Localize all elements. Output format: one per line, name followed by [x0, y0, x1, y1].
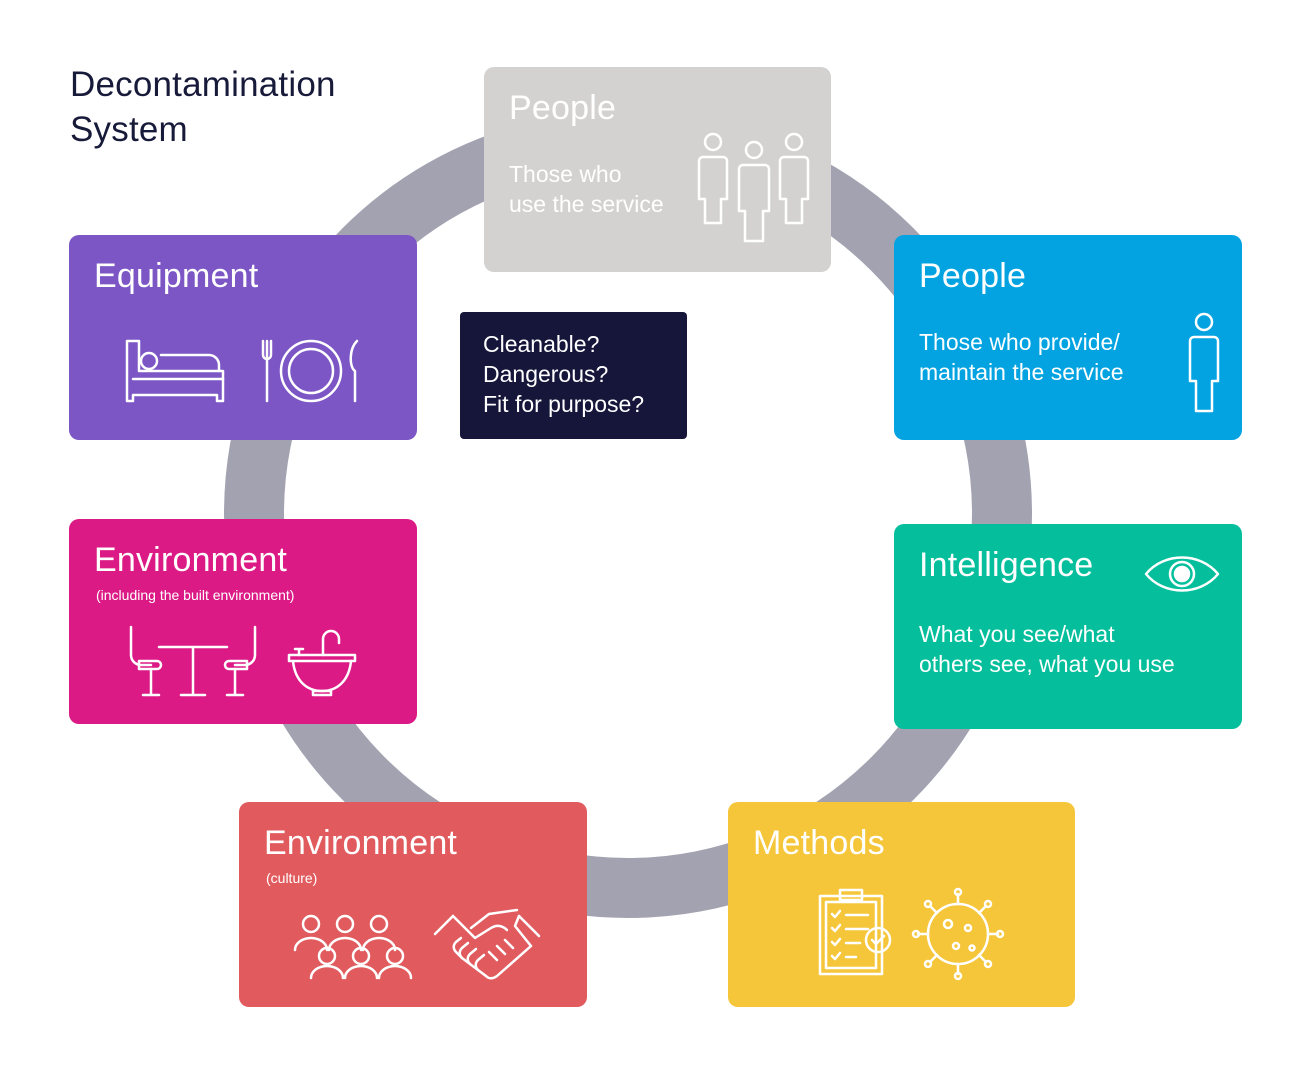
- three-people-icon: [697, 132, 810, 243]
- card-people-providers: People Those who provide/ maintain the s…: [894, 235, 1242, 440]
- question-line: Cleanable?: [483, 331, 600, 357]
- title-line-2: System: [70, 110, 188, 149]
- bed-icon: [125, 339, 225, 403]
- title-line-1: Decontamination: [70, 65, 336, 104]
- sink-icon: [287, 629, 357, 697]
- card-heading: Environment: [264, 824, 458, 862]
- card-intelligence: Intelligence What you see/what others se…: [894, 524, 1242, 729]
- card-equipment: Equipment: [69, 235, 417, 440]
- clipboard-checklist-icon: [818, 888, 892, 976]
- card-heading: People: [919, 257, 1027, 295]
- plate-and-cutlery-icon: [261, 339, 359, 403]
- card-methods: Methods: [728, 802, 1075, 1007]
- card-heading: Methods: [753, 824, 885, 862]
- question-line: Fit for purpose?: [483, 391, 645, 417]
- card-heading: Environment: [94, 541, 288, 579]
- germ-icon: [911, 887, 1005, 981]
- card-people-users: People Those who use the service: [484, 67, 831, 272]
- card-subheading: (culture): [266, 870, 318, 886]
- eye-icon: [1144, 556, 1220, 592]
- card-description: Those who provide/ maintain the service: [919, 329, 1124, 385]
- person-icon: [1188, 312, 1220, 413]
- card-environment-culture: Environment (culture): [239, 802, 587, 1007]
- question-box: Cleanable? Dangerous? Fit for purpose?: [460, 312, 687, 439]
- card-description: What you see/what others see, what you u…: [919, 621, 1175, 677]
- question-line: Dangerous?: [483, 361, 609, 387]
- handshake-icon: [433, 908, 541, 980]
- card-environment-built: Environment (including the built environ…: [69, 519, 417, 724]
- card-subheading: (including the built environment): [96, 587, 295, 603]
- card-description: Those who use the service: [509, 161, 664, 217]
- card-heading: People: [509, 89, 617, 127]
- card-heading: Intelligence: [919, 546, 1094, 584]
- group-of-people-icon: [293, 914, 413, 980]
- card-heading: Equipment: [94, 257, 259, 295]
- table-and-chairs-icon: [129, 625, 257, 697]
- diagram-title: Decontamination System: [70, 62, 336, 152]
